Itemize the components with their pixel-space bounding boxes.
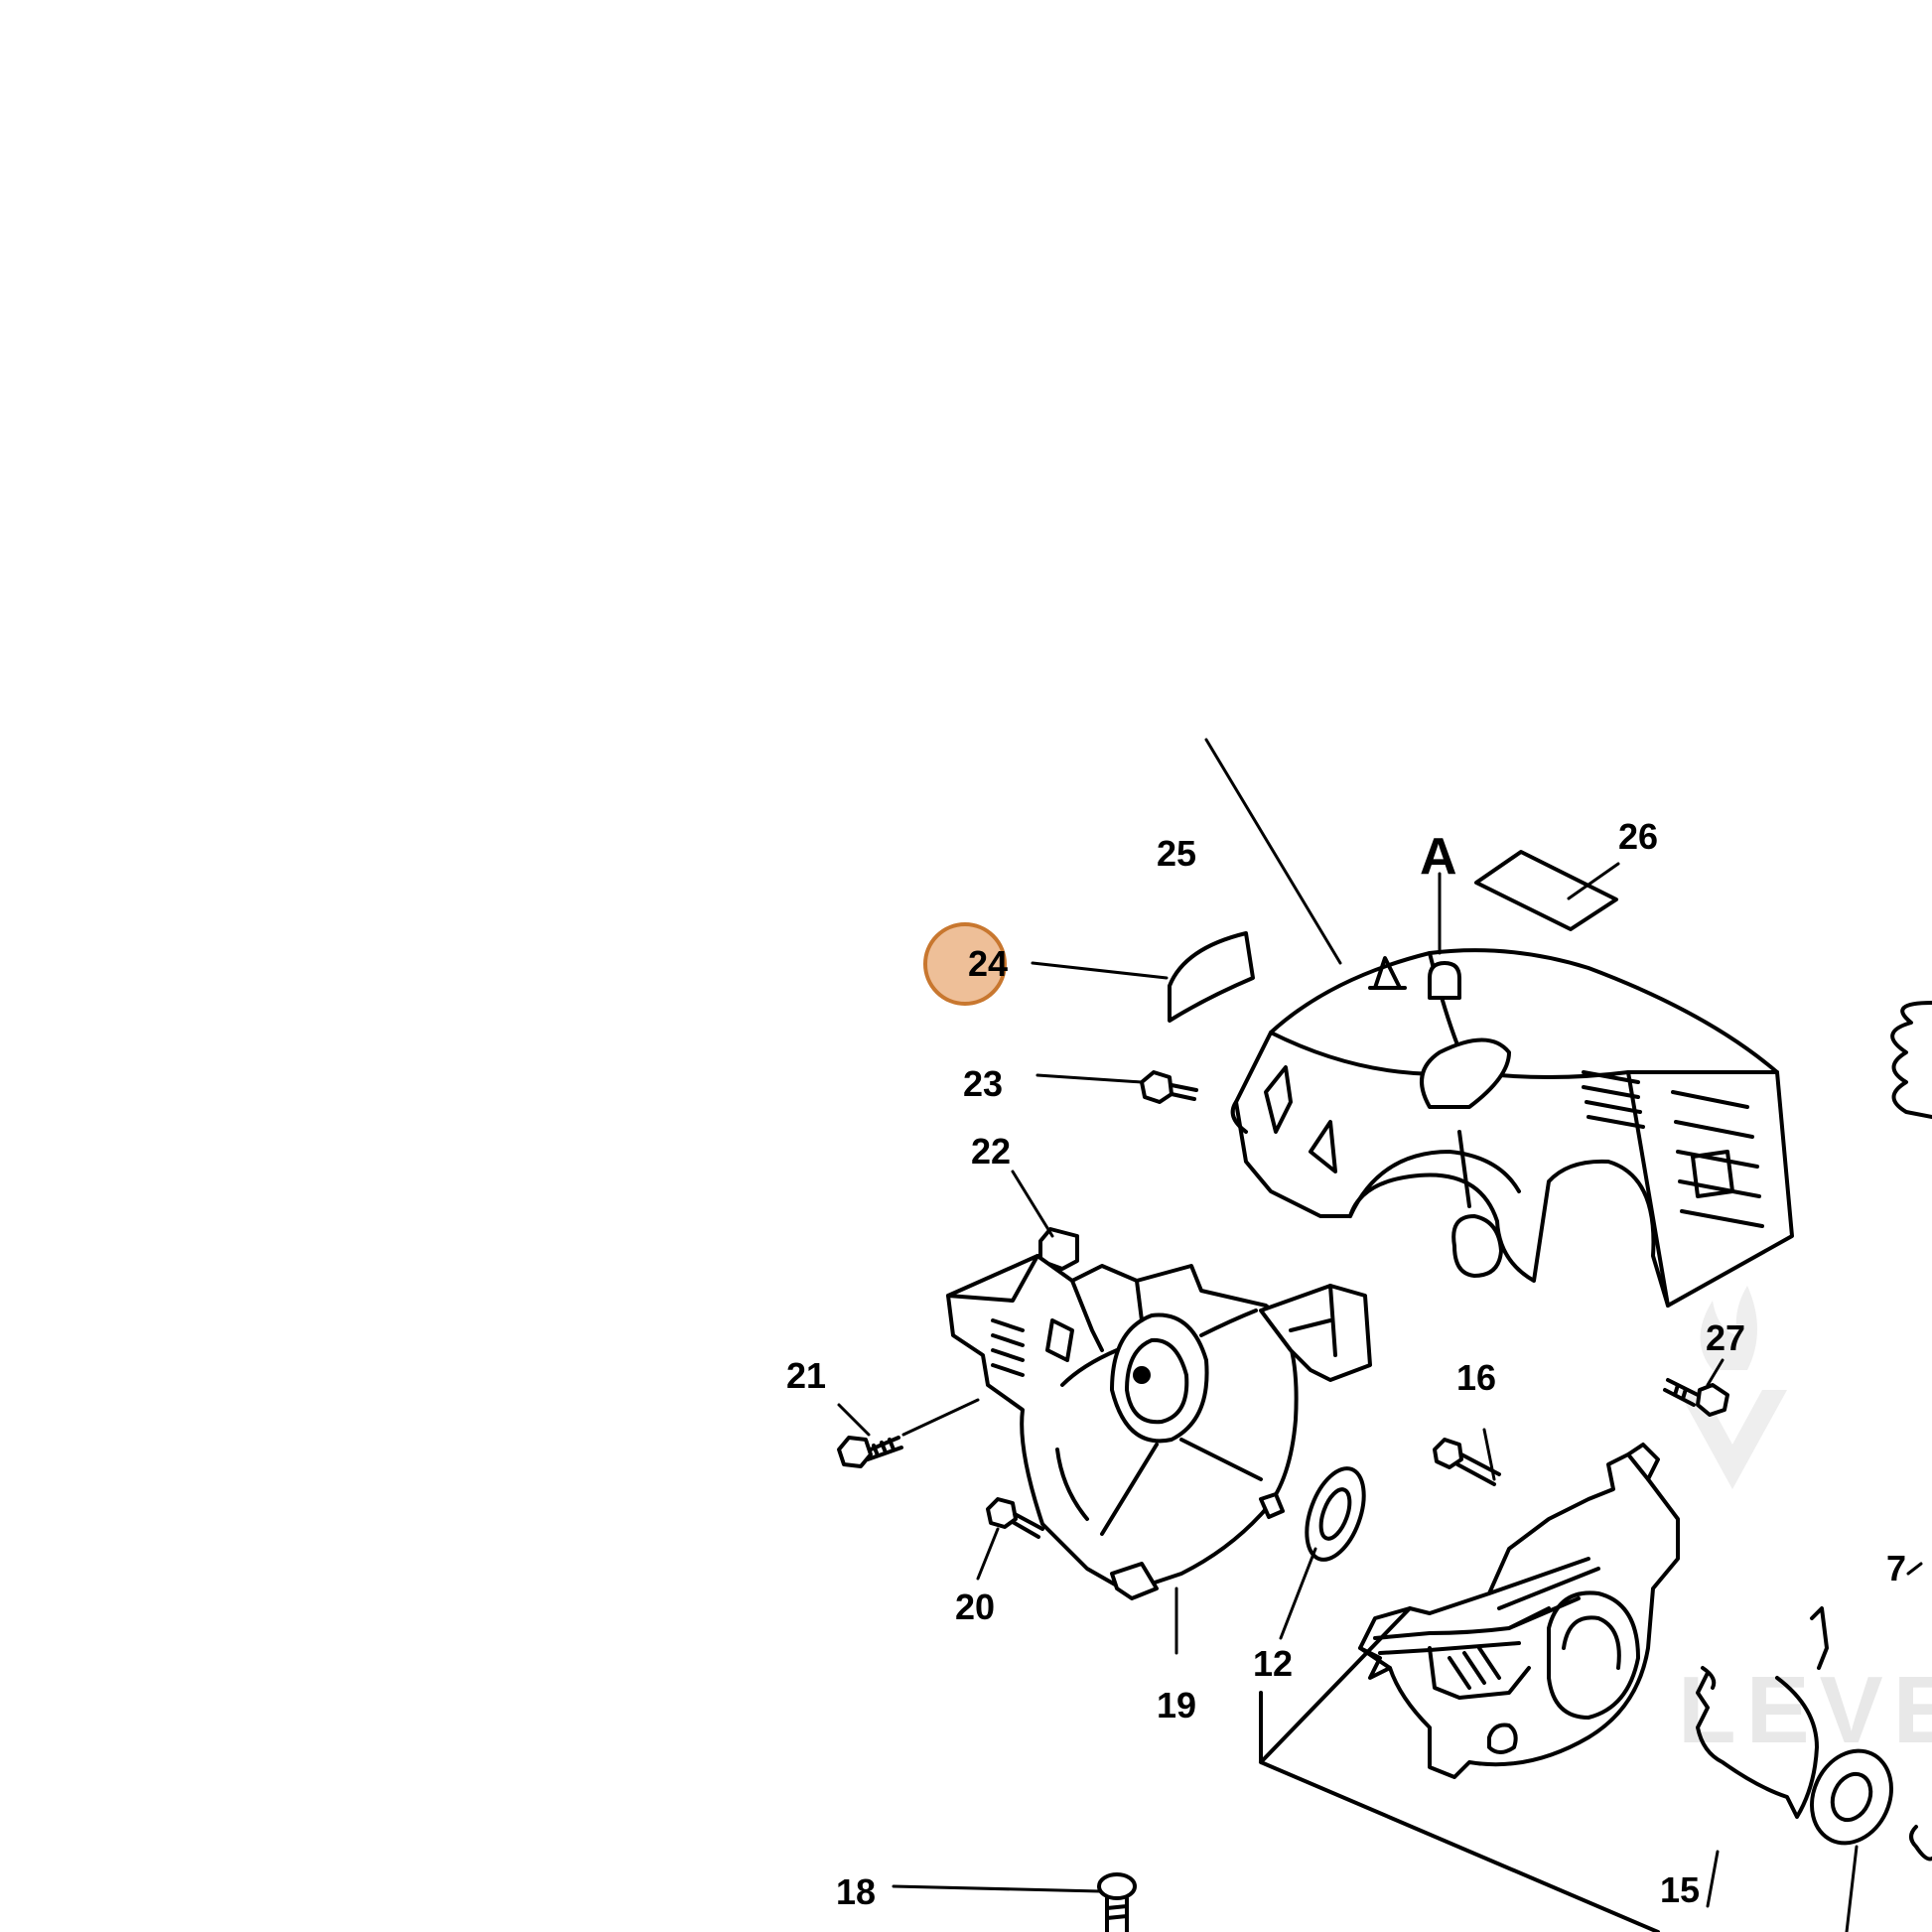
part-18-bolt — [1097, 1872, 1137, 1932]
part-label-27: 27 — [1706, 1317, 1745, 1358]
part-label-21: 21 — [786, 1355, 826, 1396]
view-label-a: A — [1420, 828, 1457, 886]
part-25-cover — [1230, 948, 1794, 1308]
part-label-22: 22 — [971, 1131, 1011, 1172]
part-label-19: 19 — [1157, 1685, 1196, 1725]
part-label-20: 20 — [955, 1587, 995, 1627]
part-label-12: 12 — [1253, 1643, 1293, 1684]
part-label-24: 24 — [968, 943, 1008, 984]
part-26-decal — [1474, 850, 1618, 931]
part-21-bolt — [837, 1436, 903, 1468]
frame-lines — [1259, 1606, 1660, 1932]
part-label-23: 23 — [963, 1063, 1003, 1104]
part-label-15: 15 — [1660, 1869, 1700, 1910]
part-23-bolt — [1140, 1070, 1198, 1104]
part-24-decal — [1168, 931, 1255, 1023]
bearing — [1810, 1748, 1932, 1862]
part-20-bolt — [986, 1497, 1044, 1539]
part-label-16: 16 — [1456, 1357, 1496, 1398]
highlight-marker — [923, 922, 1007, 1006]
part-12-seal — [1305, 1466, 1366, 1562]
partial-cylinder — [1890, 1001, 1932, 1119]
part-label-7: 7 — [1886, 1548, 1906, 1588]
part-19-fan-housing — [946, 1254, 1372, 1600]
part-label-18: 18 — [836, 1871, 876, 1912]
leader-lines — [837, 738, 1923, 1932]
part-27-bolt — [1663, 1378, 1729, 1417]
crankcase — [1358, 1443, 1680, 1779]
part-label-26: 26 — [1618, 816, 1658, 857]
part-label-25: 25 — [1157, 833, 1196, 874]
part-16-bolt — [1433, 1438, 1501, 1486]
part-15-gasket — [1696, 1606, 1829, 1819]
